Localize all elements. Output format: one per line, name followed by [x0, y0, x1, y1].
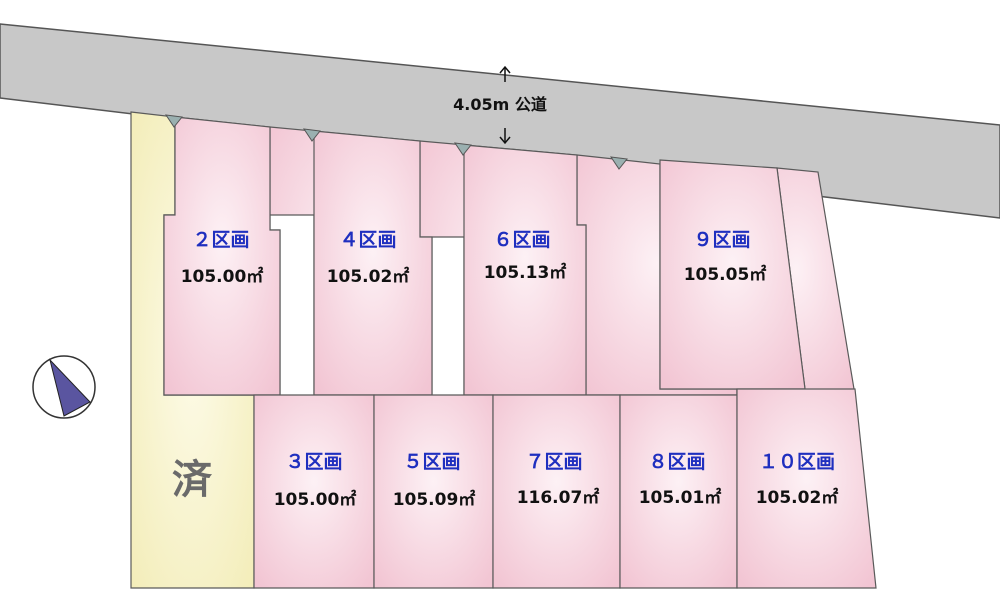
- lot-10-shape: [736, 388, 877, 589]
- lot-3-name: ３区画: [285, 451, 342, 473]
- boundary-marker-icon: [164, 114, 183, 128]
- lot-10-name: １０区画: [759, 451, 835, 473]
- boundary-marker-icon: [609, 156, 628, 170]
- lot-2-name: ２区画: [192, 229, 249, 251]
- lot-7-name: ７区画: [525, 451, 582, 473]
- lot-2-shape: [163, 116, 281, 396]
- lot-9-area: 105.05㎡: [684, 264, 767, 285]
- lot-5-name: ５区画: [403, 451, 460, 473]
- north-arrow-icon: [32, 355, 96, 419]
- lot-10-area: 105.02㎡: [756, 487, 839, 508]
- lot-4-name: ４区画: [339, 229, 396, 251]
- road-width-arrow-icon: [499, 65, 511, 145]
- lot-7-area: 116.07㎡: [517, 487, 600, 508]
- lot-6-name: ６区画: [493, 229, 550, 251]
- boundary-marker-icon: [302, 128, 321, 142]
- sold-mark: 済: [172, 457, 213, 503]
- road-label: 4.05m 公道: [453, 95, 547, 114]
- lot-4-area: 105.02㎡: [327, 266, 410, 287]
- boundary-marker-icon: [453, 142, 472, 156]
- lot-9-name: ９区画: [693, 229, 750, 251]
- lot-8-name: ８区画: [648, 451, 705, 473]
- lot-8-area: 105.01㎡: [639, 487, 722, 508]
- lot-3-area: 105.00㎡: [274, 489, 357, 510]
- lot-4-shape: [313, 130, 433, 396]
- lot-6-area: 105.13㎡: [484, 262, 567, 283]
- lot-5-area: 105.09㎡: [393, 489, 476, 510]
- lot-2-area: 105.00㎡: [181, 266, 264, 287]
